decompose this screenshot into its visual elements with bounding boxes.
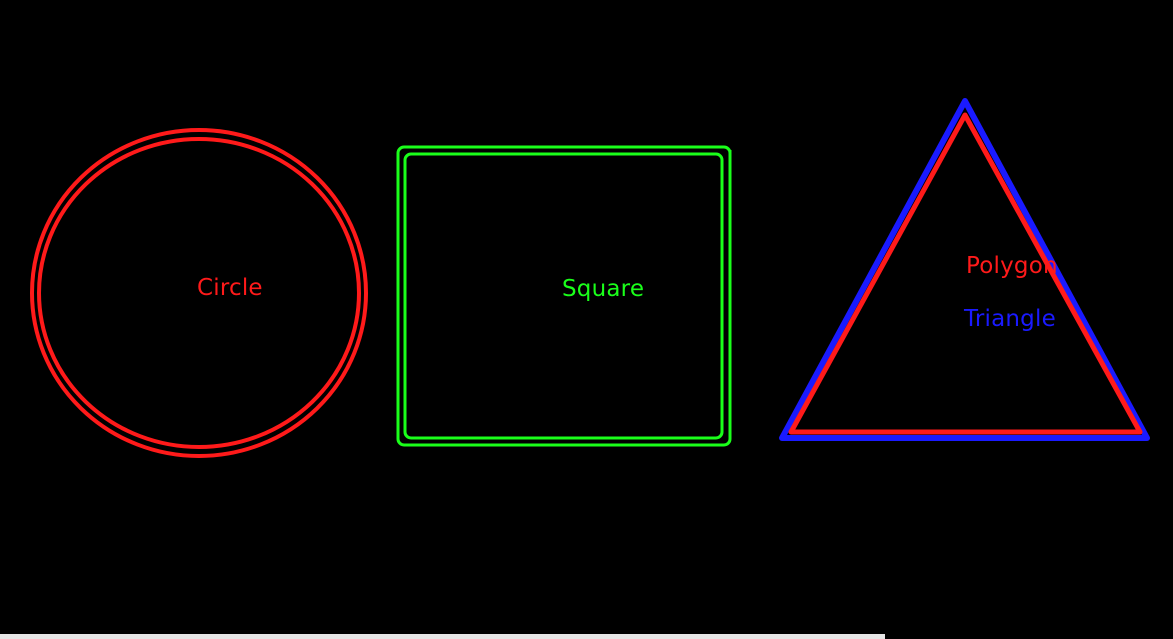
circle-outer-outline [30,128,368,458]
triangle-outer-outline [779,98,1150,441]
polygon-label: Polygon [966,253,1058,279]
square-inner-outline [403,152,724,440]
circle-shape: Circle [30,128,368,458]
triangle-label: Triangle [963,306,1056,332]
triangle-shape: Polygon Triangle [779,98,1150,441]
square-outer-outline [396,145,732,447]
circle-label: Circle [197,275,263,301]
circle-inner-outline [37,137,361,449]
bottom-scroll-strip [0,634,885,639]
square-shape: Square [396,145,732,447]
triangle-inner-outline [788,112,1143,435]
square-label: Square [562,276,644,302]
